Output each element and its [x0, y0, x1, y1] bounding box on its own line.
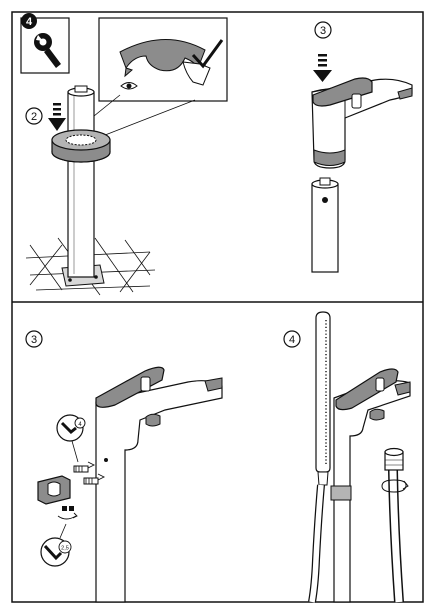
mixer-body-top: [311, 77, 413, 169]
cover-cap-shape: [119, 39, 206, 72]
down-arrow-icon-right: [313, 54, 332, 82]
riser-pipe-top: [311, 177, 339, 273]
callout-three-bottom: 3: [25, 330, 43, 348]
callout-three-top: 3: [314, 21, 332, 39]
standpipe: [67, 91, 95, 278]
grub-screws: [57, 506, 78, 520]
down-arrow-icon: [48, 103, 66, 131]
callout-four-number: 4: [289, 334, 295, 346]
callout-three-bottom-number: 3: [31, 334, 37, 346]
hex-key-small-callout: 2,5: [40, 523, 72, 567]
callout-four: 4: [283, 330, 301, 348]
top-panel: 4 1: [20, 13, 413, 296]
cover-inset: [67, 17, 228, 138]
bottom-panel: 3 4: [25, 311, 411, 603]
inset-pointer-right: [99, 99, 196, 138]
screw-icon-lower: [83, 473, 106, 485]
step-badge-number: 4: [26, 16, 33, 28]
outlet-hose: [381, 447, 409, 603]
shower-holder-bracket: [37, 461, 106, 520]
hex-key-small-size: 2,5: [61, 546, 69, 552]
wrench-icon: [34, 33, 61, 68]
callout-two: 2: [25, 107, 43, 125]
hand-shower: [315, 311, 331, 486]
screw-icon: [73, 461, 96, 473]
checkmark-icon: [191, 39, 224, 69]
hex-key-four-size: 4: [78, 422, 82, 428]
cover-ring: [51, 129, 111, 163]
holder-mounted: [330, 485, 352, 501]
eye-icon: [120, 82, 138, 90]
callout-three-top-number: 3: [320, 25, 326, 37]
mixer-body-bottom-left: [95, 366, 223, 603]
hex-key-four-callout: 4: [56, 414, 86, 463]
step-badge: [21, 13, 37, 29]
lever-handle: [312, 77, 373, 107]
step-four-wrench-box: 4: [20, 13, 70, 74]
callout-two-number: 2: [31, 111, 37, 123]
mixer-body-bottom-right: [330, 368, 411, 603]
